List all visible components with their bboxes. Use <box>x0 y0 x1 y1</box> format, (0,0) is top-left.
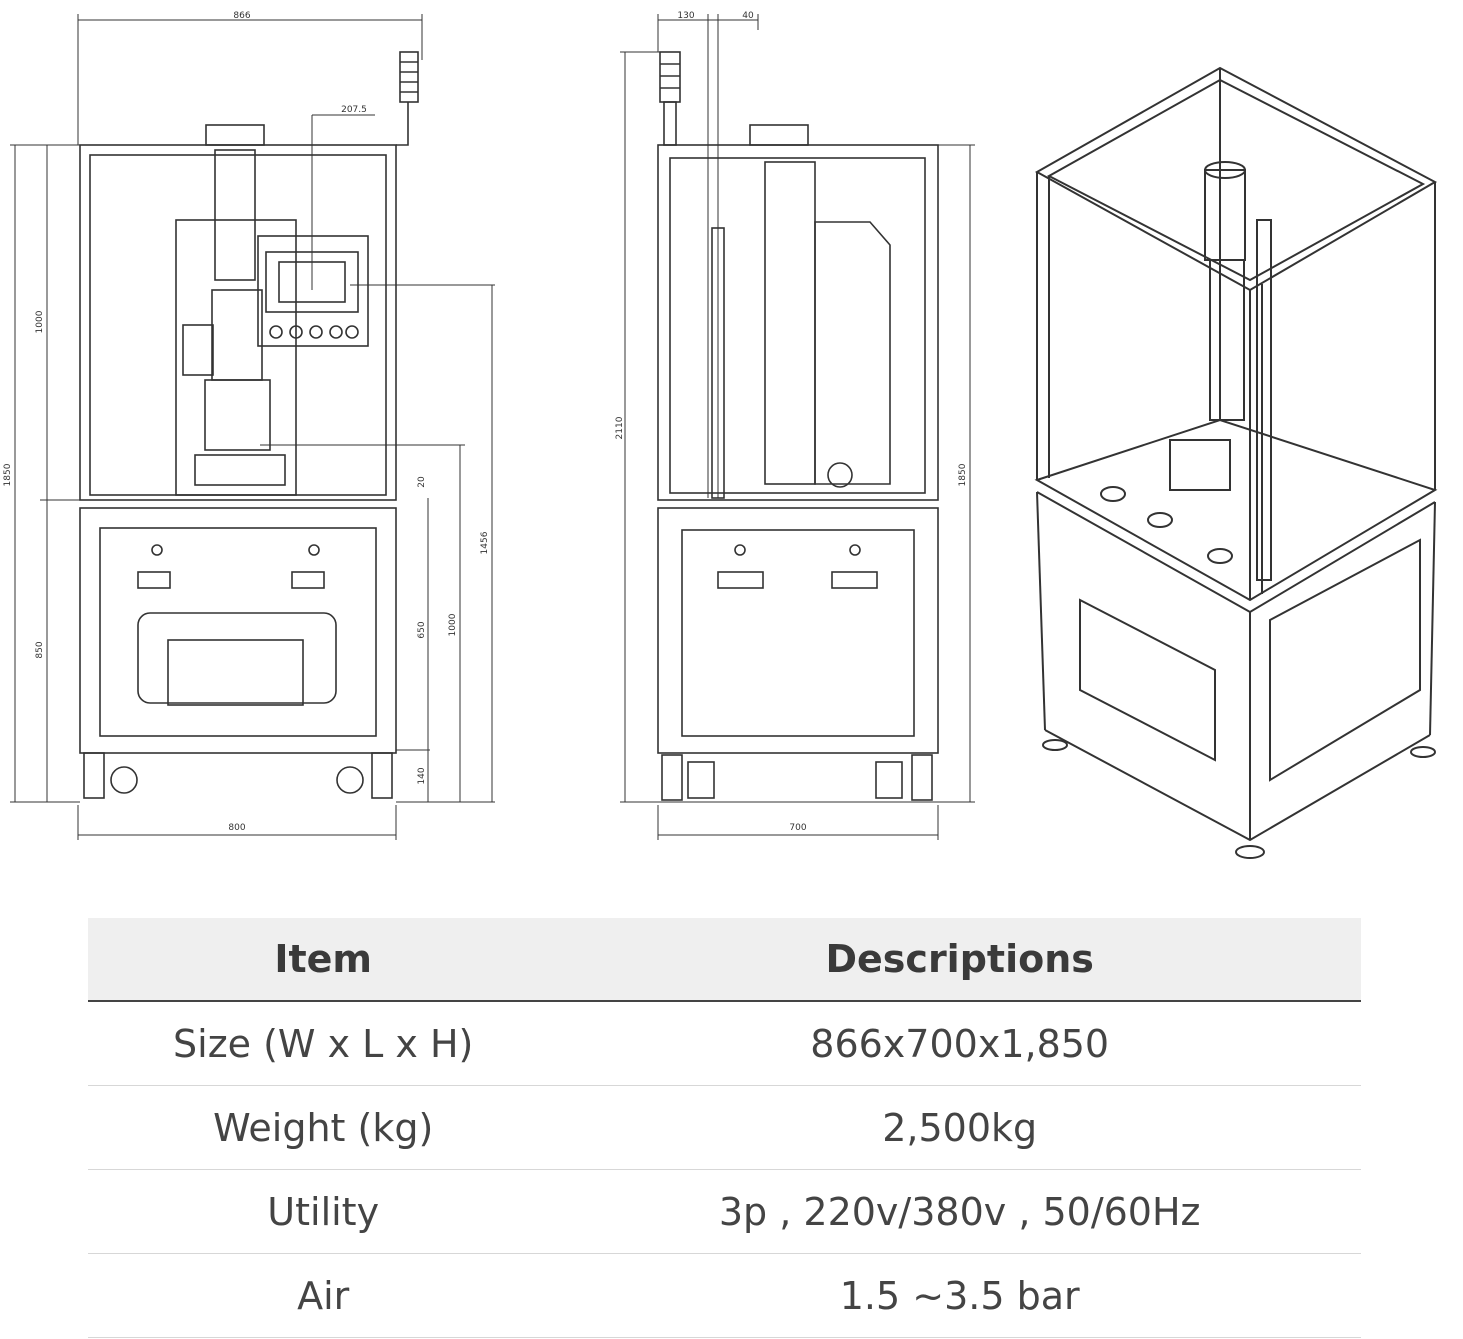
dim-arm-offset: 207.5 <box>341 105 367 115</box>
front-view-drawing: 866 207.5 1850 1000 850 650 1000 1456 20… <box>3 11 495 840</box>
dim-top-b: 40 <box>742 11 754 21</box>
dim-foot: 140 <box>417 767 427 784</box>
spec-item: Utility <box>88 1169 559 1254</box>
dim-height-c: 1000 <box>448 613 458 636</box>
dim-lower-height: 850 <box>35 641 45 658</box>
isometric-view-drawing <box>1034 66 1438 859</box>
dim-height: 1850 <box>958 463 968 486</box>
spec-desc: 1.5 ~3.5 bar <box>558 1253 1361 1338</box>
spec-item: Size (W x L x H) <box>88 1001 559 1086</box>
technical-drawings: 866 207.5 1850 1000 850 650 1000 1456 20… <box>3 11 1438 859</box>
dim-gap: 20 <box>417 476 427 488</box>
spec-table: Item Descriptions Size (W x L x H) 866x7… <box>88 918 1361 1338</box>
spec-desc: 3p , 220v/380v , 50/60Hz <box>558 1169 1361 1254</box>
dim-top-a: 130 <box>677 11 694 21</box>
table-row: Utility 3p , 220v/380v , 50/60Hz <box>88 1169 1361 1254</box>
dim-height-b: 650 <box>417 621 427 638</box>
dim-base-width: 800 <box>228 823 245 833</box>
dim-depth: 700 <box>789 823 806 833</box>
spec-desc: 2,500kg <box>558 1085 1361 1170</box>
spec-table-header: Item Descriptions <box>88 918 1361 1002</box>
table-row: Air 1.5 ~3.5 bar <box>88 1253 1361 1338</box>
dim-upper-height: 1000 <box>35 310 45 333</box>
table-row: Size (W x L x H) 866x700x1,850 <box>88 1001 1361 1086</box>
spec-item: Weight (kg) <box>88 1085 559 1170</box>
header-item: Item <box>88 918 559 1002</box>
table-row: Weight (kg) 2,500kg <box>88 1085 1361 1170</box>
dim-overall-width: 866 <box>233 11 250 21</box>
dim-total-height: 2110 <box>615 416 625 439</box>
spec-desc: 866x700x1,850 <box>558 1001 1361 1086</box>
dim-height-d: 1456 <box>480 531 490 554</box>
dim-overall-height: 1850 <box>3 463 13 486</box>
header-descriptions: Descriptions <box>558 918 1361 1002</box>
side-view-drawing: 130 40 2110 1850 700 <box>615 11 975 840</box>
spec-item: Air <box>88 1253 559 1338</box>
